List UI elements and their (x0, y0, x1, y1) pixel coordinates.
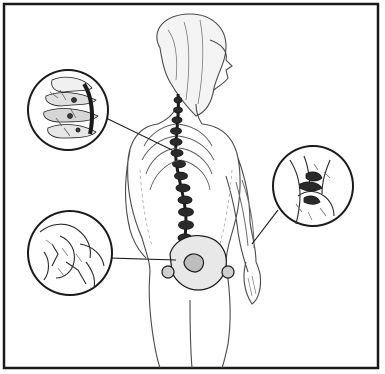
wrist-bone-closeup-icon (273, 146, 353, 226)
hip-bone-closeup-icon (28, 211, 112, 295)
spine-vertebrae-closeup-icon (28, 70, 108, 150)
